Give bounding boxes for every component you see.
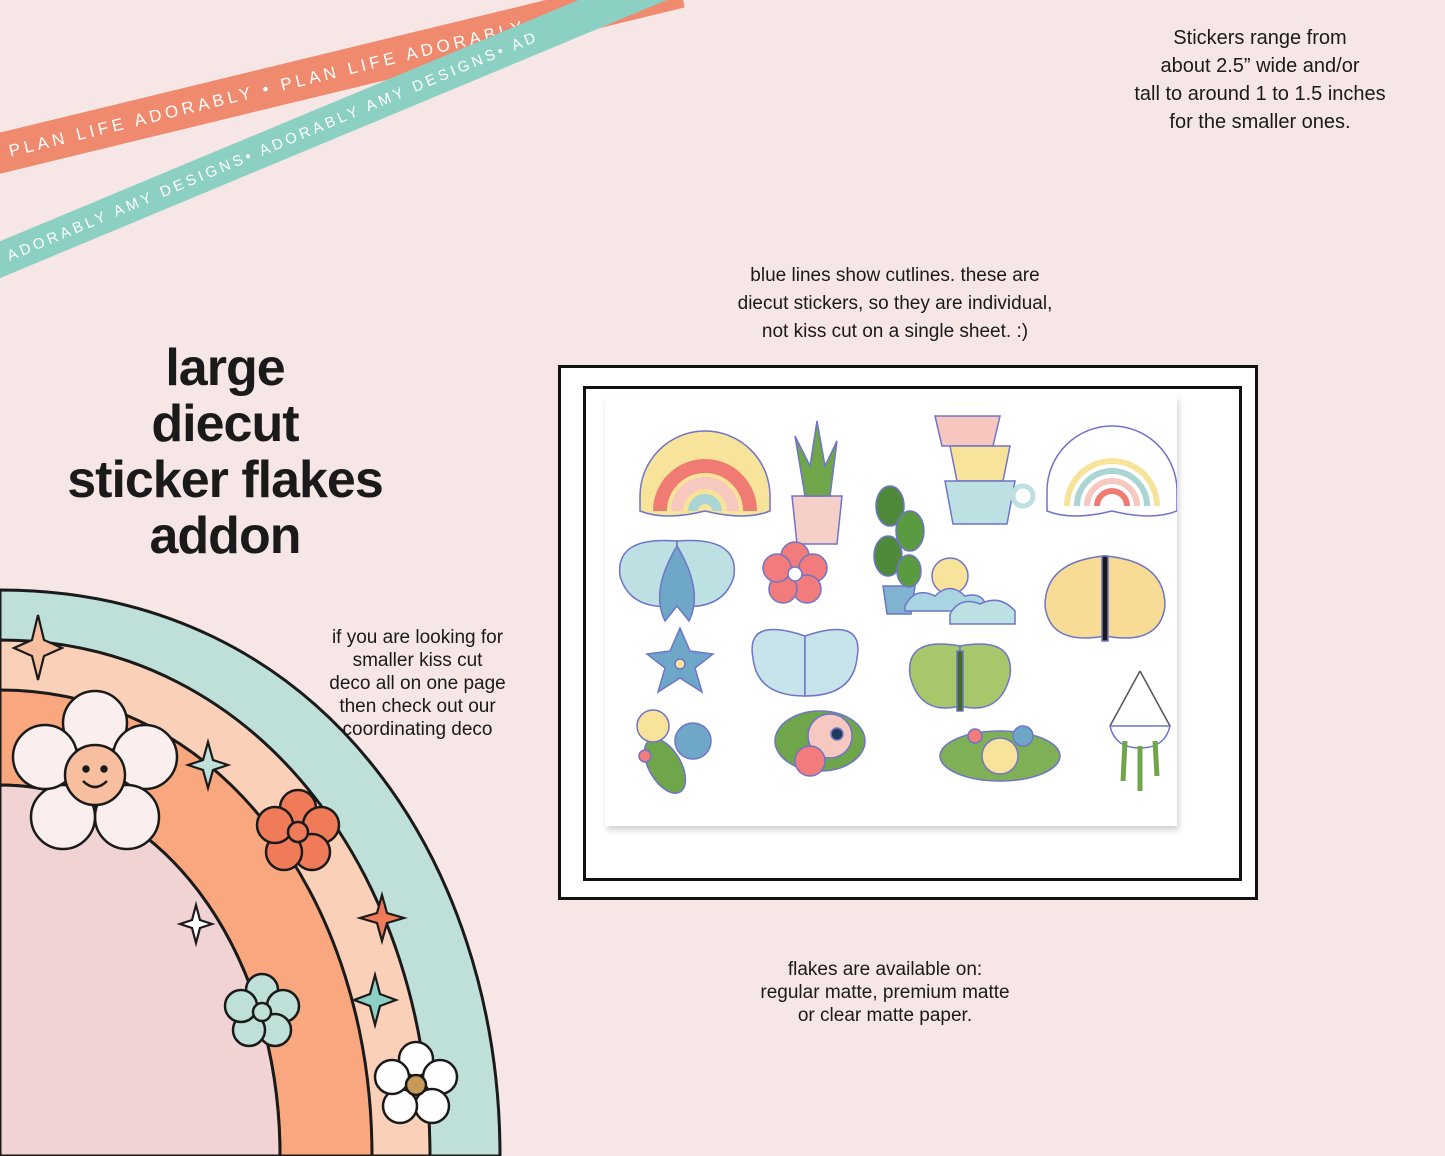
paper-note-line: regular matte, premium matte xyxy=(760,982,1010,1003)
sticker-sheet xyxy=(605,396,1178,826)
cut-note-line: diecut stickers, so they are individual, xyxy=(737,293,1053,314)
blue-butterfly-sticker xyxy=(618,539,736,623)
headline-line: sticker flakes xyxy=(67,451,384,509)
blue-star-flower-sticker xyxy=(645,626,715,694)
sticker-size-note: Stickers range from about 2.5” wide and/… xyxy=(1115,24,1405,136)
sparkle-icon xyxy=(176,900,216,948)
teacups-sticker xyxy=(934,415,1036,525)
sun-cloud-sticker xyxy=(904,557,1016,625)
paper-options-note: flakes are available on: regular matte, … xyxy=(720,958,1050,1027)
pink-flower-sticker xyxy=(762,541,828,604)
white-daisy-icon xyxy=(373,1040,459,1125)
size-note-line: tall to around 1 to 1.5 inches xyxy=(1134,83,1386,105)
size-note-line: Stickers range from xyxy=(1173,27,1347,49)
rainbow-sticker xyxy=(639,430,771,517)
size-note-line: for the smaller ones. xyxy=(1169,111,1351,133)
size-note-line: about 2.5” wide and/or xyxy=(1160,55,1360,77)
headline-line: large xyxy=(165,339,285,397)
paper-note-line: flakes are available on: xyxy=(787,959,983,980)
hanging-planter-sticker xyxy=(1109,670,1171,791)
mint-flower-icon xyxy=(223,972,301,1048)
sparkle-icon xyxy=(356,890,408,946)
cut-note-line: not kiss cut on a single sheet. :) xyxy=(761,321,1029,342)
sparkle-icon xyxy=(11,614,65,681)
spotted-butterfly-sticker xyxy=(751,628,859,697)
sparkle-icon xyxy=(184,737,232,793)
brand-ribbons: PLAN LIFE ADORABLY • PLAN LIFE ADORABLY … xyxy=(0,0,685,279)
floral-bouquet-center-sticker xyxy=(774,710,866,777)
yellow-butterfly-sticker xyxy=(1044,555,1166,642)
floral-bouquet-left-sticker xyxy=(636,709,712,794)
headline-line: addon xyxy=(149,507,302,565)
pastel-rainbow-sticker xyxy=(1046,425,1178,517)
headline-line: diecut xyxy=(151,395,299,453)
sticker-sheet-art xyxy=(618,415,1178,794)
kiss-note-line: coordinating deco xyxy=(342,719,493,740)
kiss-note-line: then check out our xyxy=(339,696,496,717)
fiddle-leaf-plant-sticker xyxy=(873,485,925,615)
green-butterfly-sticker xyxy=(908,643,1012,712)
kiss-note-line: smaller kiss cut xyxy=(352,650,483,671)
kiss-note-line: deco all on one page xyxy=(329,673,506,694)
frame-inner-border xyxy=(583,386,1242,881)
sticker-sheet-frame xyxy=(558,365,1258,900)
product-headline: large diecut sticker flakes addon xyxy=(30,340,420,564)
smiley-daisy-icon xyxy=(11,689,179,851)
sparkle-icon xyxy=(350,970,400,1030)
paper-note-line: or clear matte paper. xyxy=(797,1005,973,1026)
floral-bouquet-right-sticker xyxy=(939,725,1061,782)
orange-flower-icon xyxy=(255,788,341,872)
snake-plant-sticker xyxy=(791,420,843,545)
cutline-note: blue lines show cutlines. these are diec… xyxy=(690,262,1100,346)
kiss-note-line: if you are looking for xyxy=(331,627,504,648)
kiss-cut-note: if you are looking for smaller kiss cut … xyxy=(300,626,535,741)
cut-note-line: blue lines show cutlines. these are xyxy=(750,265,1040,286)
